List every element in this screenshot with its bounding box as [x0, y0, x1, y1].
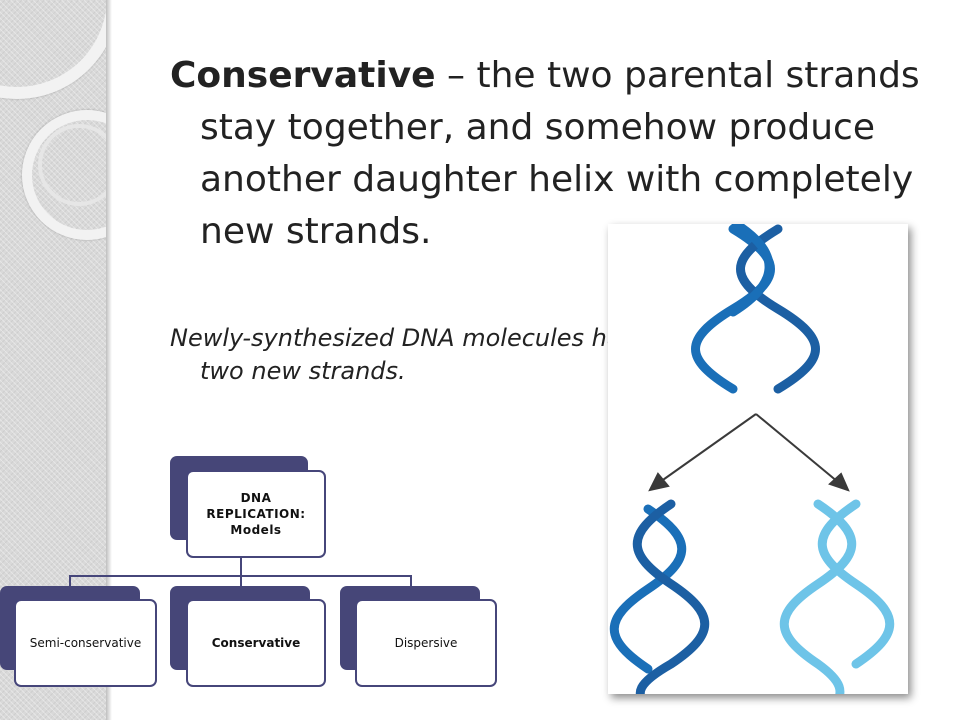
child-label: Semi-conservative [29, 636, 142, 650]
child-node-dispersive: Dispersive [355, 599, 497, 687]
dna-conservative-illustration [608, 224, 908, 694]
root-label-line3: Models [230, 523, 282, 537]
connector-vertical-left [69, 575, 71, 587]
root-node: DNA REPLICATION: Models [186, 470, 326, 558]
dna-helix-figure [609, 224, 895, 694]
connector-vertical-root [240, 557, 242, 577]
dna-helix-icon [691, 224, 820, 394]
root-label-line2: REPLICATION: [206, 507, 306, 521]
sub-definition: Newly-synthesized DNA molecules has two … [170, 324, 635, 385]
child-node-semi-conservative: Semi-conservative [14, 599, 157, 687]
sidebar-edge [106, 0, 112, 720]
decorative-ring [22, 110, 106, 240]
decorative-ring [0, 0, 106, 99]
dna-helix-icon [609, 499, 710, 694]
child-label: Conservative [211, 636, 301, 650]
main-definition: Conservative – the two parental strands … [170, 50, 940, 258]
definition-term: Conservative [170, 55, 436, 96]
decorative-ring [38, 124, 106, 206]
child-node-conservative: Conservative [186, 599, 326, 687]
connector-vertical-right [410, 575, 412, 587]
definition-body: – the two parental strands stay together… [200, 55, 920, 252]
dna-helix-icon [779, 499, 895, 694]
root-label-line1: DNA [240, 491, 272, 505]
child-label: Dispersive [394, 636, 458, 650]
connector-vertical-mid [240, 575, 242, 587]
arrow-icon [648, 413, 850, 492]
